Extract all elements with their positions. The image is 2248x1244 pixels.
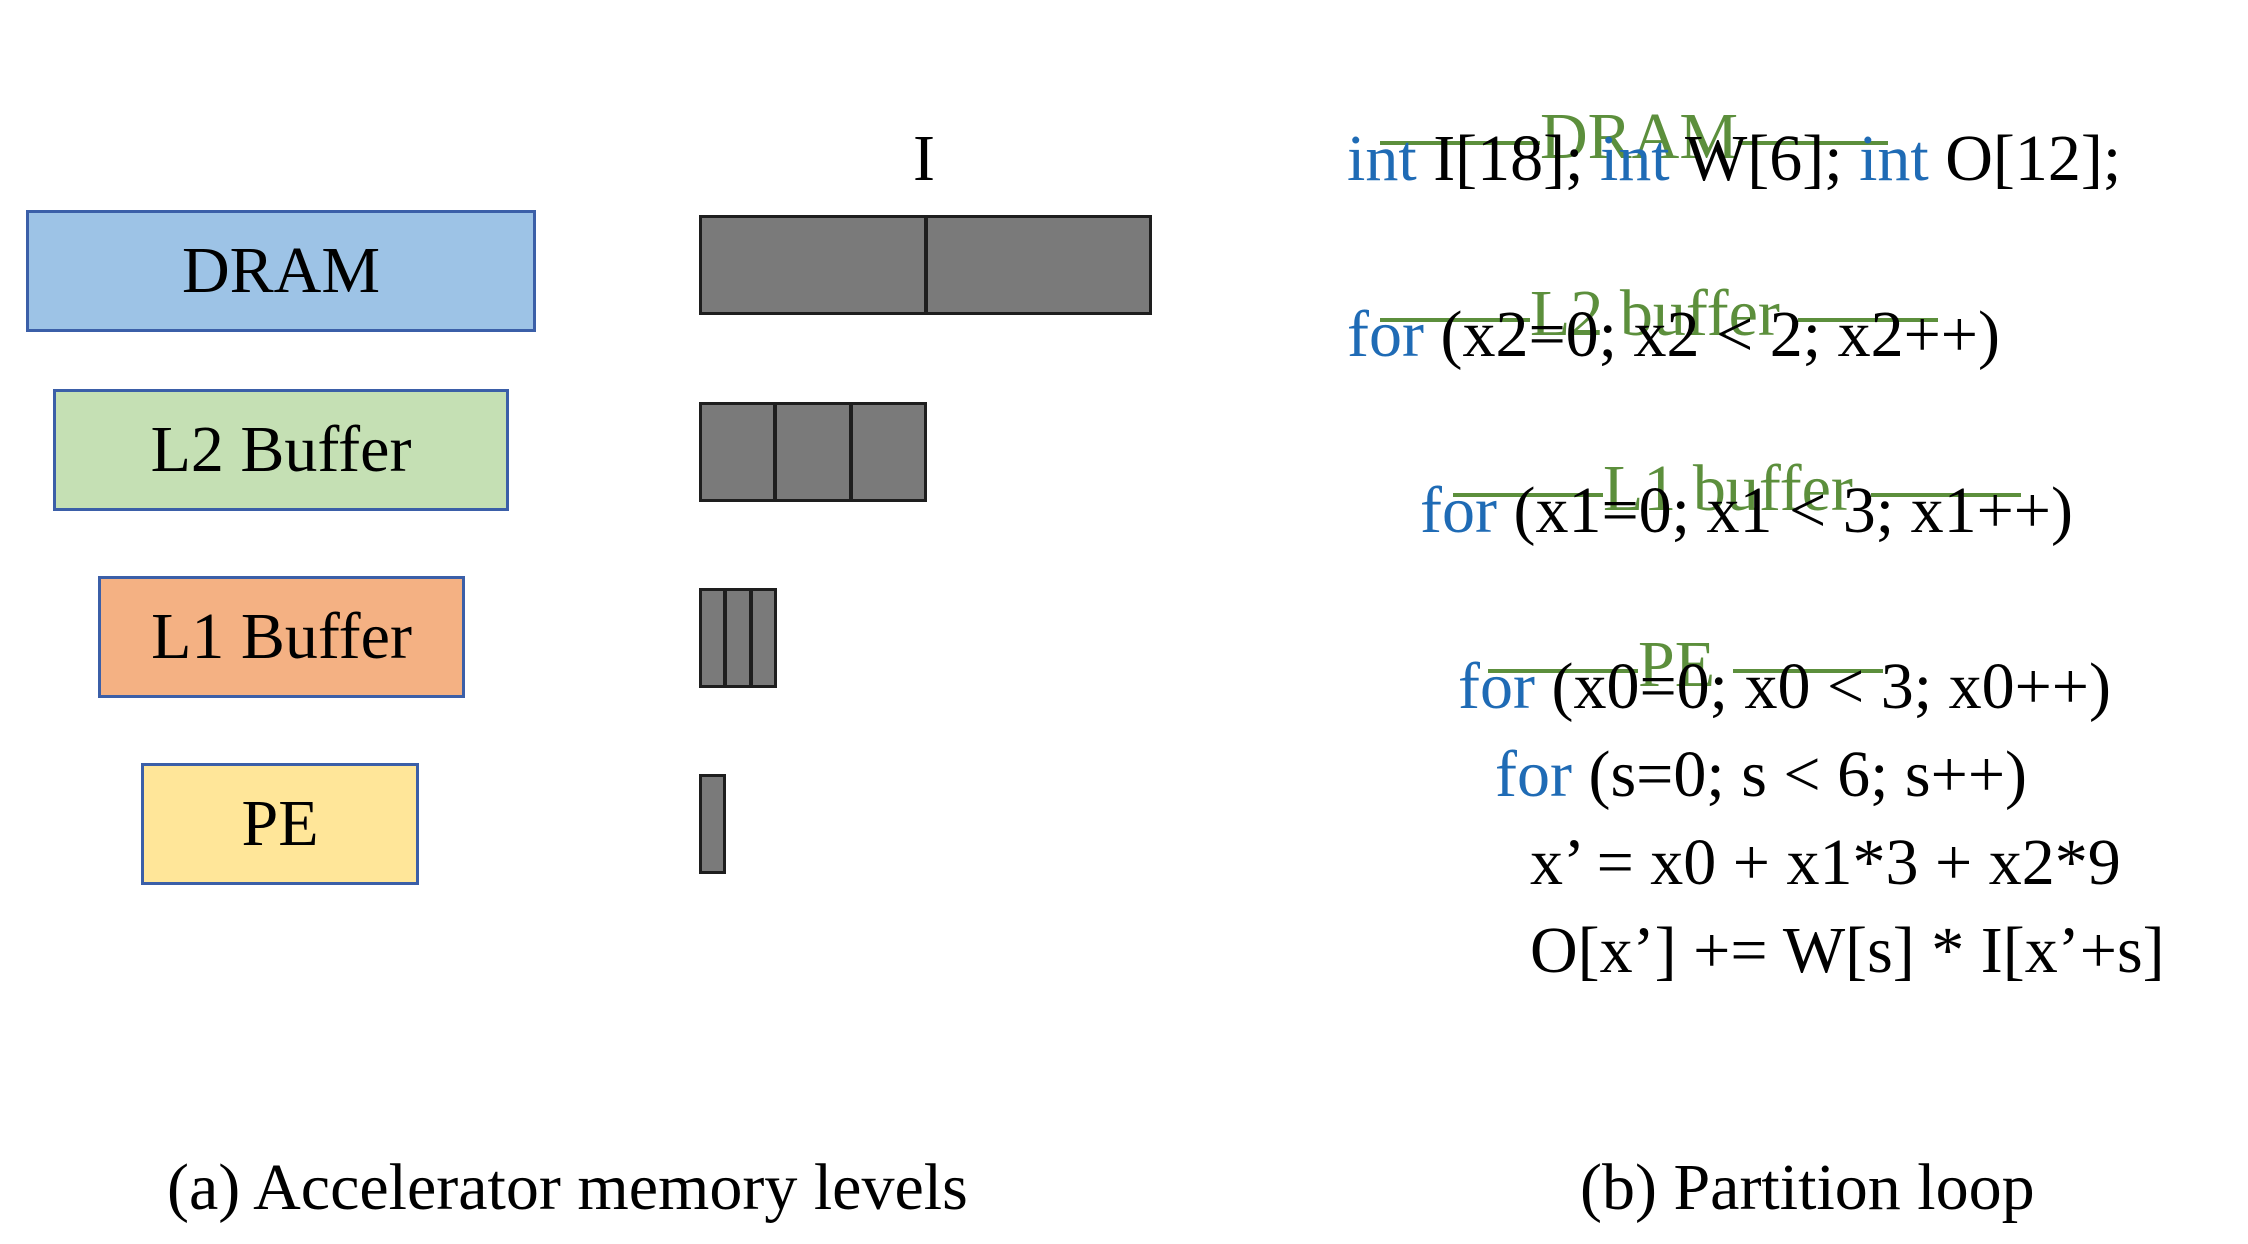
loop-x2: for (x2=0; x2 < 2; x2++) xyxy=(1347,302,2000,368)
dram-level-label: DRAM xyxy=(181,234,381,307)
decl-output: O[12]; xyxy=(1928,122,2122,195)
tile-segment xyxy=(702,591,728,685)
pe-level-box: PE xyxy=(141,763,419,885)
loop-s: for (s=0; s < 6; s++) xyxy=(1495,742,2027,808)
keyword-for: for xyxy=(1458,650,1535,723)
caption-partition-loop: (b) Partition loop xyxy=(1580,1151,2035,1224)
keyword-for: for xyxy=(1347,298,1424,371)
caption-memory-levels: (a) Accelerator memory levels xyxy=(167,1151,968,1224)
array-declarations: int I[18]; int W[6]; int O[12]; xyxy=(1347,126,2121,192)
tile-segment xyxy=(702,777,723,871)
tile-segment xyxy=(727,591,753,685)
tile-segment xyxy=(777,405,853,499)
dram-section-header: DRAM xyxy=(1347,38,1889,173)
keyword-for: for xyxy=(1420,474,1497,547)
tensor-i-label: I xyxy=(913,122,935,195)
header-rule-right xyxy=(1870,492,2021,497)
l1-buffer-level-box: L1 Buffer xyxy=(98,576,465,698)
pe-section-title: PE xyxy=(1638,628,1716,701)
tile-segment xyxy=(702,218,928,312)
pe-section-header: PE xyxy=(1455,566,1884,701)
l1-section-header: L1 buffer xyxy=(1420,390,2021,522)
tile-segment xyxy=(853,405,924,499)
index-computation: x’ = x0 + x1*3 + x2*9 xyxy=(1530,826,2121,899)
l1-tile-bar xyxy=(699,588,777,688)
decl-weight: W[6]; xyxy=(1669,122,1860,195)
header-rule-left xyxy=(1380,317,1530,322)
header-rule-left xyxy=(1380,140,1540,145)
header-rule-right xyxy=(1733,668,1884,673)
dram-level-box: DRAM xyxy=(26,210,536,332)
tile-segment xyxy=(702,405,778,499)
keyword-int: int xyxy=(1859,122,1929,195)
l2-tile-bar xyxy=(699,402,927,502)
l2-section-title: L2 buffer xyxy=(1530,277,1780,350)
pe-tile-bar xyxy=(699,774,726,874)
keyword-int: int xyxy=(1599,122,1670,195)
loop-x2-header: (x2=0; x2 < 2; x2++) xyxy=(1423,298,2000,371)
header-rule-right xyxy=(1797,317,1938,322)
loop-s-header: (s=0; s < 6; s++) xyxy=(1571,738,2028,811)
keyword-int: int xyxy=(1347,122,1417,195)
l2-buffer-level-label: L2 Buffer xyxy=(150,413,412,486)
header-rule-left xyxy=(1453,492,1603,497)
l1-buffer-level-label: L1 Buffer xyxy=(151,600,412,673)
dram-section-title: DRAM xyxy=(1540,100,1739,173)
mac-statement: O[x’] += W[s] * I[x’+s] xyxy=(1530,914,2165,987)
loop-x1: for (x1=0; x1 < 3; x1++) xyxy=(1420,478,2073,544)
pe-level-label: PE xyxy=(241,787,319,860)
l2-section-header: L2 buffer xyxy=(1347,215,1938,347)
decl-input: I[18]; xyxy=(1416,122,1600,195)
tile-segment xyxy=(928,218,1150,312)
keyword-for: for xyxy=(1495,738,1572,811)
tile-segment xyxy=(753,591,774,685)
header-rule-left xyxy=(1488,668,1638,673)
dram-tile-bar xyxy=(699,215,1152,315)
header-rule-right xyxy=(1738,140,1889,145)
loop-x0-header: (x0=0; x0 < 3; x0++) xyxy=(1534,650,2111,723)
l2-buffer-level-box: L2 Buffer xyxy=(53,389,509,511)
loop-x1-header: (x1=0; x1 < 3; x1++) xyxy=(1496,474,2073,547)
loop-x0: for (x0=0; x0 < 3; x0++) xyxy=(1458,654,2111,720)
l1-section-title: L1 buffer xyxy=(1603,452,1853,525)
